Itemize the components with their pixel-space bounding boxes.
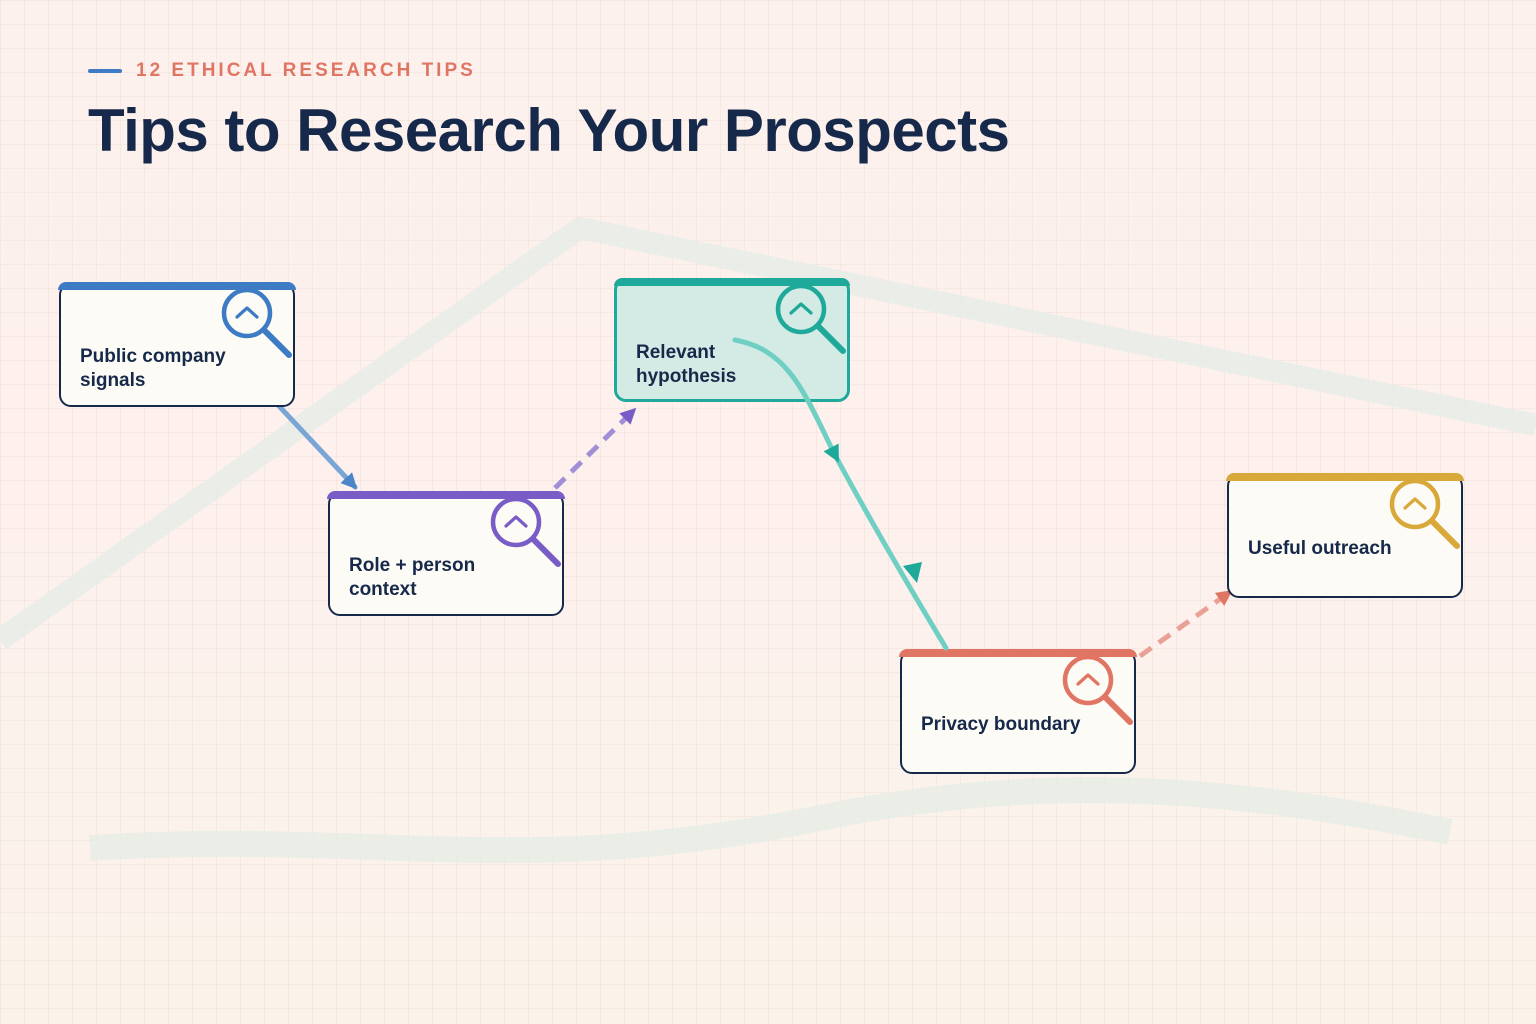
- node-label-line: signals: [80, 370, 146, 391]
- eyebrow: 12 ETHICAL RESEARCH TIPS: [88, 60, 476, 82]
- magnifier-icon: [1062, 654, 1133, 725]
- card-accent-stripe: [899, 649, 1137, 657]
- node-label-line: Relevant: [636, 342, 716, 363]
- node-role-person-context[interactable]: Role + person context: [327, 491, 565, 616]
- node-label: Relevant hypothesis: [636, 341, 797, 389]
- node-relevant-hypothesis[interactable]: Relevant hypothesis: [614, 278, 850, 402]
- background-wave: [89, 777, 1453, 864]
- node-label-line: Privacy boundary: [921, 714, 1081, 735]
- card-accent-stripe: [327, 491, 565, 499]
- connector-privacy-to-outreach: [1138, 589, 1233, 659]
- node-privacy-boundary[interactable]: Privacy boundary: [899, 649, 1137, 774]
- card-accent-stripe: [614, 278, 850, 286]
- node-label-line: Role + person: [349, 555, 476, 576]
- connector-arrowhead-teal: [903, 562, 922, 583]
- node-label-line: Useful outreach: [1248, 538, 1392, 559]
- magnifier-icon: [490, 496, 561, 567]
- connector-public-to-role: [275, 402, 358, 490]
- node-public-company-signals[interactable]: Public company signals: [58, 282, 296, 407]
- card-accent-stripe: [58, 282, 296, 290]
- connector-hypothesis-to-privacy: [732, 337, 949, 651]
- eyebrow-text: 12 ETHICAL RESEARCH TIPS: [136, 60, 476, 81]
- node-label: Public company signals: [80, 345, 243, 393]
- node-label-line: Public company: [80, 346, 226, 367]
- card-accent-stripe: [1226, 473, 1464, 481]
- background-trend-line: [0, 217, 1536, 649]
- node-label-line: context: [349, 579, 417, 600]
- magnifier-icon: [221, 287, 292, 358]
- node-useful-outreach[interactable]: Useful outreach: [1226, 473, 1464, 598]
- page-title: Tips to Research Your Prospects: [88, 97, 1010, 164]
- magnifier-icon: [1389, 478, 1460, 549]
- magnifier-icon: [775, 283, 846, 354]
- node-label: Privacy boundary: [921, 713, 1084, 737]
- eyebrow-bar: [88, 69, 122, 73]
- connector-role-to-hypothesis: [553, 407, 637, 490]
- node-label: Role + person context: [349, 554, 512, 602]
- node-label: Useful outreach: [1248, 537, 1411, 561]
- node-label-line: hypothesis: [636, 366, 737, 387]
